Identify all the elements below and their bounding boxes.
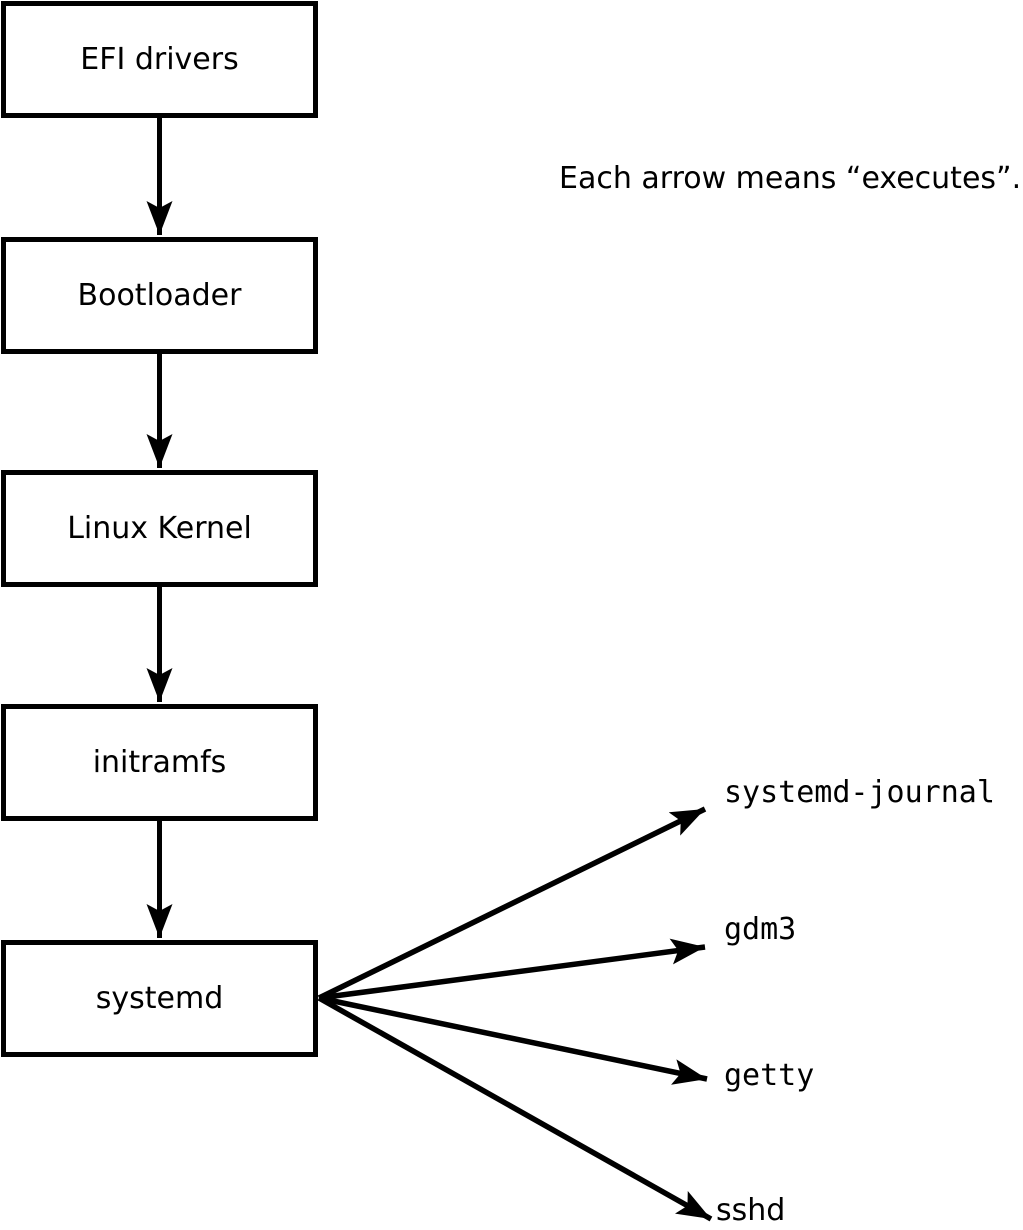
arrow-legend-note: Each arrow means “executes”. xyxy=(559,161,1022,196)
arrow-systemd-to-gdm3 xyxy=(318,938,706,1001)
service-label-gdm3: gdm3 xyxy=(724,912,797,947)
node-label: EFI drivers xyxy=(80,41,239,77)
service-label-systemd-journal: systemd-journal xyxy=(724,775,995,810)
node-label: Bootloader xyxy=(77,277,242,313)
node-efi-drivers: EFI drivers xyxy=(1,1,318,118)
arrow-systemd-to-sshd xyxy=(317,995,713,1222)
node-initramfs: initramfs xyxy=(1,704,318,821)
node-label: systemd xyxy=(95,980,224,1016)
node-label: initramfs xyxy=(92,744,227,780)
node-linux-kernel: Linux Kernel xyxy=(1,470,318,587)
arrow-systemd-to-systemd-journal xyxy=(317,806,707,1001)
node-bootloader: Bootloader xyxy=(1,237,318,354)
service-label-getty: getty xyxy=(724,1058,815,1093)
node-label: Linux Kernel xyxy=(67,510,252,546)
arrow-systemd-to-getty xyxy=(318,995,708,1085)
node-systemd: systemd xyxy=(1,940,318,1057)
service-label-sshd: sshd xyxy=(716,1193,786,1228)
